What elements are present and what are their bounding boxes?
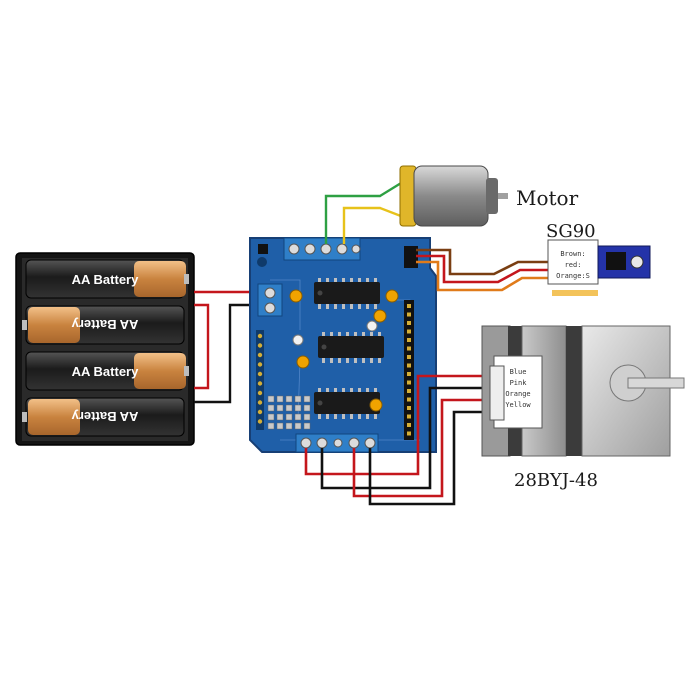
motor-shield-board — [249, 237, 437, 453]
l293d-chip — [314, 388, 380, 419]
motor-label: Motor — [516, 186, 579, 210]
header-pins — [404, 246, 418, 440]
aa-battery: AA Battery — [25, 259, 189, 299]
stepper-wires — [304, 374, 492, 506]
servo-label: SG90 — [546, 221, 596, 242]
servo-wire-red: red: — [565, 261, 582, 269]
stepper-wire-pink: Pink — [510, 379, 528, 387]
stepper-wire-blue: Blue — [510, 368, 527, 376]
l293d-chip — [314, 278, 380, 309]
stepper-wire-orange: Orange — [505, 390, 530, 398]
driver-chips — [314, 278, 384, 419]
servo-wire-brown: Brown: — [560, 250, 585, 258]
aa-battery: AA Battery — [22, 305, 185, 345]
sg90-servo: Brown: red: Orange:S — [547, 239, 651, 296]
top-terminal-block — [283, 237, 361, 261]
battery-label: AA Battery — [72, 272, 139, 287]
stepper-wire-yellow: Yellow — [505, 401, 531, 409]
dc-motor-wires — [324, 178, 407, 244]
bottom-terminal-block — [295, 433, 379, 453]
aa-battery: AA Battery — [25, 351, 189, 391]
battery-label: AA Battery — [72, 364, 139, 379]
battery-holder: AA Battery AA Battery AA Battery AA Battery — [15, 252, 195, 446]
stepper-motor: Blue Pink Orange Yellow — [481, 325, 685, 457]
battery-label: AA Battery — [71, 317, 138, 332]
servo-wires — [416, 248, 550, 292]
left-header — [256, 330, 264, 430]
l293d-chip — [318, 332, 384, 363]
power-terminal-block — [257, 283, 283, 317]
dc-motor — [399, 165, 508, 227]
capacitors — [289, 289, 399, 412]
battery-label: AA Battery — [71, 409, 138, 424]
servo-wire-orange: Orange:S — [556, 272, 590, 280]
stepper-label: 28BYJ-48 — [514, 470, 598, 491]
pin-grid — [267, 395, 311, 430]
aa-battery: AA Battery — [22, 397, 185, 437]
